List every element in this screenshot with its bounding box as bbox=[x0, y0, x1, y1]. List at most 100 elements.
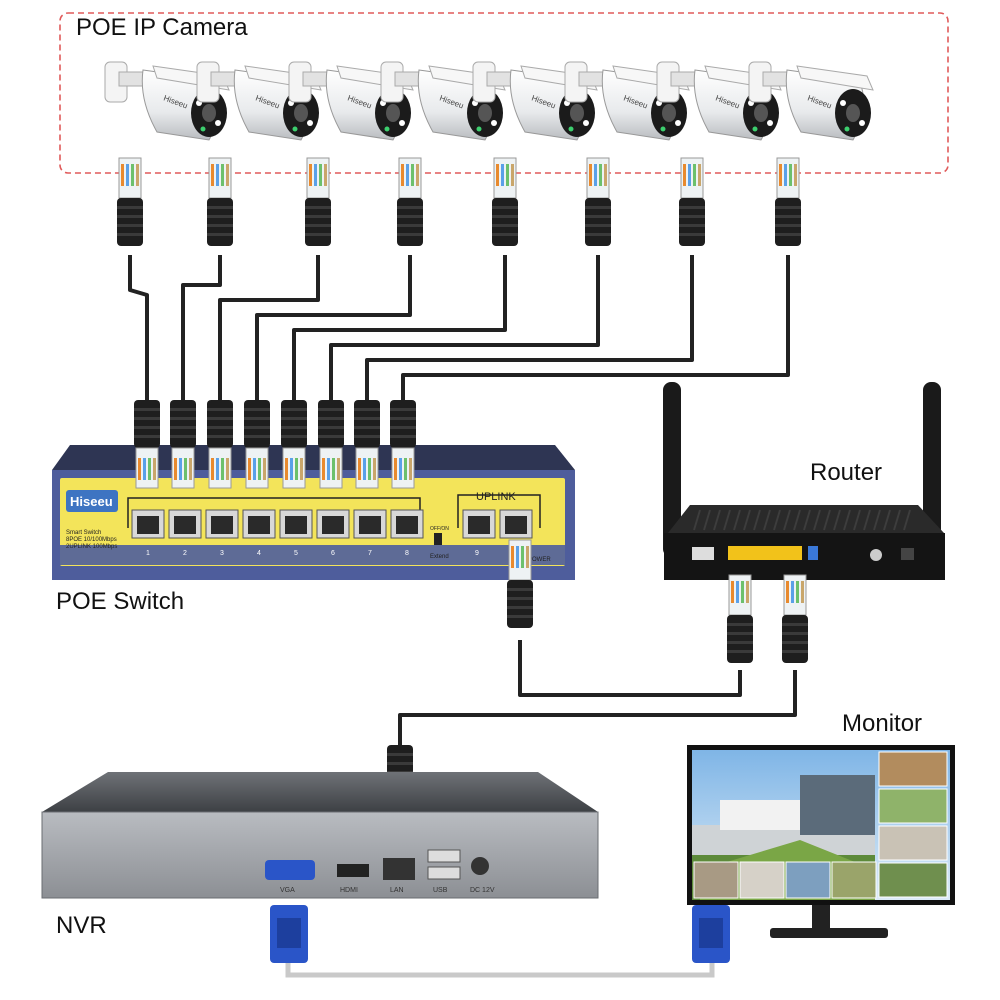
port-number: 6 bbox=[331, 550, 335, 557]
switch-poe-port[interactable] bbox=[168, 509, 202, 539]
router-vent bbox=[713, 509, 721, 531]
router-vent bbox=[693, 509, 701, 531]
switch-poe-port[interactable] bbox=[242, 509, 276, 539]
rj45-connector bbox=[354, 400, 380, 489]
router-vent bbox=[793, 509, 801, 531]
router-vent bbox=[783, 509, 791, 531]
ethernet-cable bbox=[401, 255, 790, 400]
router-vent bbox=[843, 509, 851, 531]
rj45-connector bbox=[244, 400, 270, 489]
nvr-lan-port[interactable] bbox=[383, 858, 415, 880]
monitor-stand-neck bbox=[812, 905, 830, 930]
rj45-connector bbox=[207, 400, 233, 489]
switch-poe-port[interactable] bbox=[390, 509, 424, 539]
router-vent bbox=[853, 509, 861, 531]
port-number: 3 bbox=[220, 550, 224, 557]
switch-brand: Hiseeu bbox=[70, 494, 113, 509]
switch-poe-port[interactable] bbox=[316, 509, 350, 539]
port-number: 8 bbox=[405, 550, 409, 557]
ethernet-cable bbox=[292, 255, 507, 400]
nvr-port-label: LAN bbox=[390, 887, 404, 894]
rj45-connector bbox=[727, 574, 753, 663]
router-vent bbox=[893, 509, 901, 531]
rj45-connector bbox=[318, 400, 344, 489]
camera-feed-thumbnail bbox=[878, 862, 948, 898]
ethernet-cable bbox=[255, 255, 412, 400]
rj45-connector bbox=[775, 157, 801, 246]
nvr-usb-port-1[interactable] bbox=[427, 849, 461, 863]
switch-uplink-port[interactable] bbox=[499, 509, 533, 539]
rj45-connector bbox=[679, 157, 705, 246]
switch-model-line3: 2UPLINK 100Mbps bbox=[66, 544, 117, 550]
port-number: 4 bbox=[257, 550, 261, 557]
router-antenna-left bbox=[663, 382, 681, 557]
monitor bbox=[687, 745, 955, 938]
router-vent bbox=[703, 509, 711, 531]
nvr-port-label: USB bbox=[433, 887, 448, 894]
port-number: 9 bbox=[475, 550, 479, 557]
router-dc-port[interactable] bbox=[901, 548, 914, 560]
switch-model-line2: 8POE 10/100Mbps bbox=[66, 537, 117, 543]
router-label: Router bbox=[810, 459, 883, 486]
nvr-label: NVR bbox=[56, 912, 107, 939]
router-vent bbox=[803, 509, 811, 531]
monitor-label: Monitor bbox=[842, 710, 923, 737]
switch-poe-port[interactable] bbox=[131, 509, 165, 539]
router-vent bbox=[733, 509, 741, 531]
switch-uplink-port[interactable] bbox=[462, 509, 496, 539]
router-antenna-right bbox=[923, 382, 941, 557]
camera-connectors bbox=[117, 157, 801, 246]
uplink-label: UPLINK bbox=[476, 491, 516, 503]
switch-toggle-label: OFF/ON bbox=[430, 526, 449, 532]
camera-feed-thumbnail bbox=[785, 861, 831, 899]
router-vent bbox=[753, 509, 761, 531]
ethernet-cable bbox=[128, 255, 149, 400]
router-vent bbox=[833, 509, 841, 531]
camera-feed-thumbnail bbox=[878, 825, 948, 861]
router-vent bbox=[723, 509, 731, 531]
nvr-port-label: DC 12V bbox=[470, 887, 495, 894]
rj45-connector bbox=[390, 400, 416, 489]
router-power-jack[interactable] bbox=[870, 549, 882, 561]
rj45-connector bbox=[281, 400, 307, 489]
rj45-connector bbox=[117, 157, 143, 246]
ethernet-cable bbox=[365, 255, 694, 400]
camera-feed-thumbnail bbox=[831, 861, 877, 899]
router-lan-ports[interactable] bbox=[728, 546, 802, 560]
switch-poe-port[interactable] bbox=[205, 509, 239, 539]
nvr-vga-port[interactable] bbox=[265, 860, 315, 880]
network-cables bbox=[398, 640, 797, 745]
rj45-connector bbox=[397, 157, 423, 246]
router-vent bbox=[823, 509, 831, 531]
router-vent bbox=[873, 509, 881, 531]
camera-feed-thumbnail bbox=[878, 788, 948, 824]
nvr-hdmi-port[interactable] bbox=[337, 864, 369, 877]
rj45-connector bbox=[134, 400, 160, 489]
nvr-dc-jack[interactable] bbox=[471, 857, 489, 875]
camera-group-frame bbox=[59, 12, 949, 174]
rj45-connector bbox=[585, 157, 611, 246]
router-usb-port[interactable] bbox=[808, 546, 818, 560]
router-vent bbox=[903, 509, 911, 531]
ethernet-cable bbox=[329, 255, 600, 400]
camera-group-label: POE IP Camera bbox=[76, 14, 248, 41]
port-number: 7 bbox=[368, 550, 372, 557]
camera-cables bbox=[128, 255, 790, 400]
poe-ip-camera: Hiseeu bbox=[564, 61, 690, 141]
switch-model-line1: Smart Switch bbox=[66, 530, 101, 536]
port-number: 2 bbox=[183, 550, 187, 557]
rj45-connector bbox=[305, 157, 331, 246]
router-phone-port[interactable] bbox=[692, 547, 714, 560]
vga-cable bbox=[270, 905, 730, 978]
monitor-stand-base bbox=[770, 928, 888, 938]
switch-poe-port[interactable] bbox=[279, 509, 313, 539]
extend-toggle[interactable] bbox=[434, 533, 442, 545]
rj45-connector bbox=[507, 539, 533, 628]
switch-poe-port[interactable] bbox=[353, 509, 387, 539]
extend-label: Extend bbox=[430, 554, 449, 560]
switch-connectors bbox=[134, 400, 416, 489]
rj45-connector bbox=[170, 400, 196, 489]
nvr-usb-port-2[interactable] bbox=[427, 866, 461, 880]
